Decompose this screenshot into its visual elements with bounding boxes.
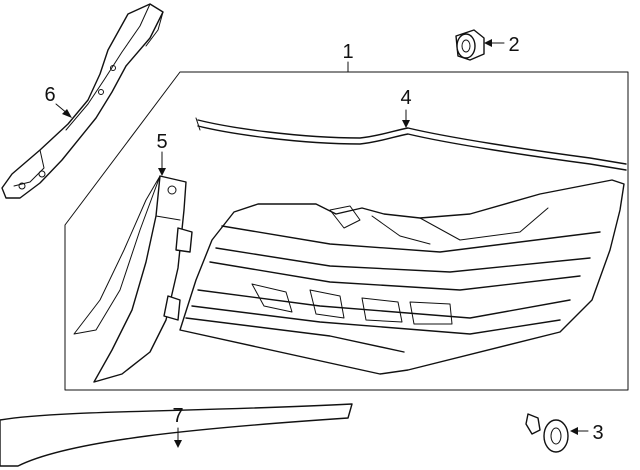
part-2-clip-nut[interactable]	[455, 29, 485, 61]
callout-6: 6	[44, 84, 55, 106]
callout-1: 1	[342, 41, 353, 63]
part-7-lower-strip[interactable]	[0, 403, 353, 467]
callout-5: 5	[156, 131, 167, 153]
part-6-bracket[interactable]	[1, 3, 164, 199]
callout-4: 4	[400, 87, 411, 109]
callout-2: 2	[508, 34, 519, 56]
leader-lines	[55, 39, 589, 448]
part-4-seal[interactable]	[195, 117, 627, 171]
part-3-push-pin[interactable]	[525, 413, 569, 453]
callout-7: 7	[172, 405, 183, 427]
part-5-trim-panel[interactable]	[73, 175, 193, 383]
part-1-tail-lamp[interactable]	[179, 179, 625, 375]
callout-3: 3	[592, 422, 603, 444]
assembly-outline	[64, 71, 629, 391]
